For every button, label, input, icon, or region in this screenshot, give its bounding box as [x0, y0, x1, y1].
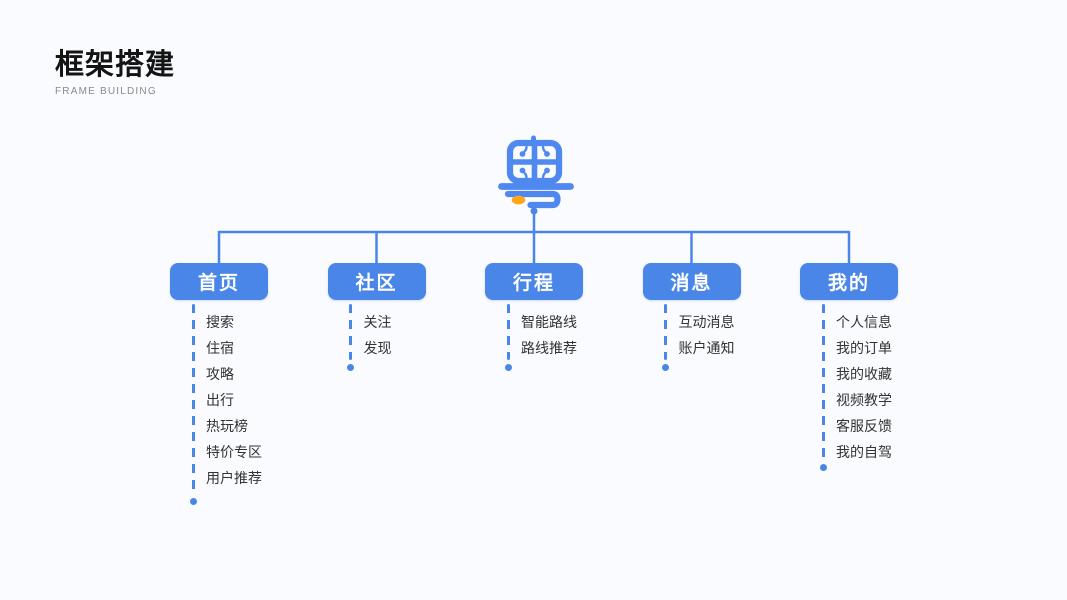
tree-item: 互动消息 [678, 314, 735, 330]
branch-end-dot [504, 363, 512, 371]
page-title: 框架搭建 [55, 49, 176, 81]
tree-item: 住宿 [206, 340, 234, 356]
logo-orange-dot [511, 195, 526, 205]
tree-item: 搜索 [206, 314, 234, 330]
node-button-community[interactable]: 社区 [327, 263, 426, 300]
branch-dashed-line [821, 304, 825, 458]
tree-item: 智能路线 [521, 314, 577, 330]
node-button-messages[interactable]: 消息 [642, 263, 741, 300]
node-button-profile[interactable]: 我的 [800, 263, 898, 300]
branch-dashed-line [664, 304, 667, 360]
branch-dashed-line [506, 304, 510, 360]
tree-item: 关注 [363, 314, 392, 330]
branch-itinerary-items: 智能路线 路线推荐 [521, 309, 577, 361]
node-button-itinerary[interactable]: 行程 [485, 263, 583, 300]
tree-item: 发现 [363, 340, 392, 356]
page-subtitle: FRAME BUILDING [55, 85, 157, 97]
tree-item: 我的订单 [836, 340, 892, 356]
tree-item: 热玩榜 [206, 418, 248, 434]
tree-item: 我的收藏 [836, 366, 892, 382]
branch-community-items: 关注 发现 [364, 309, 392, 361]
branch-dashed-line [191, 304, 195, 492]
tree-item: 攻略 [206, 366, 234, 382]
tree-item: 账户通知 [678, 340, 735, 356]
tree-item: 用户推荐 [206, 470, 262, 486]
branch-end-dot [662, 363, 669, 371]
branch-dashed-line [349, 304, 352, 360]
tree-item: 视频教学 [836, 392, 892, 408]
branch-end-dot [819, 463, 827, 471]
branch-home-items: 搜索 住宿 攻略 出行 热玩榜 特价专区 用户推荐 [206, 309, 262, 491]
tree-item: 客服反馈 [836, 418, 892, 434]
tree-item: 特价专区 [206, 444, 262, 460]
tree-item: 我的自驾 [836, 444, 892, 460]
title-block: 框架搭建 FRAME BUILDING [55, 49, 176, 97]
branch-profile-items: 个人信息 我的订单 我的收藏 视频教学 客服反馈 我的自驾 [836, 309, 892, 465]
branch-end-dot [347, 363, 354, 371]
yue-app-logo-icon [498, 135, 574, 209]
branch-end-dot [189, 497, 197, 505]
node-button-home[interactable]: 首页 [170, 263, 268, 300]
tree-item: 个人信息 [836, 314, 892, 330]
branch-messages-items: 互动消息 账户通知 [679, 309, 735, 361]
tree-item: 出行 [206, 392, 234, 408]
tree-item: 路线推荐 [521, 340, 577, 356]
